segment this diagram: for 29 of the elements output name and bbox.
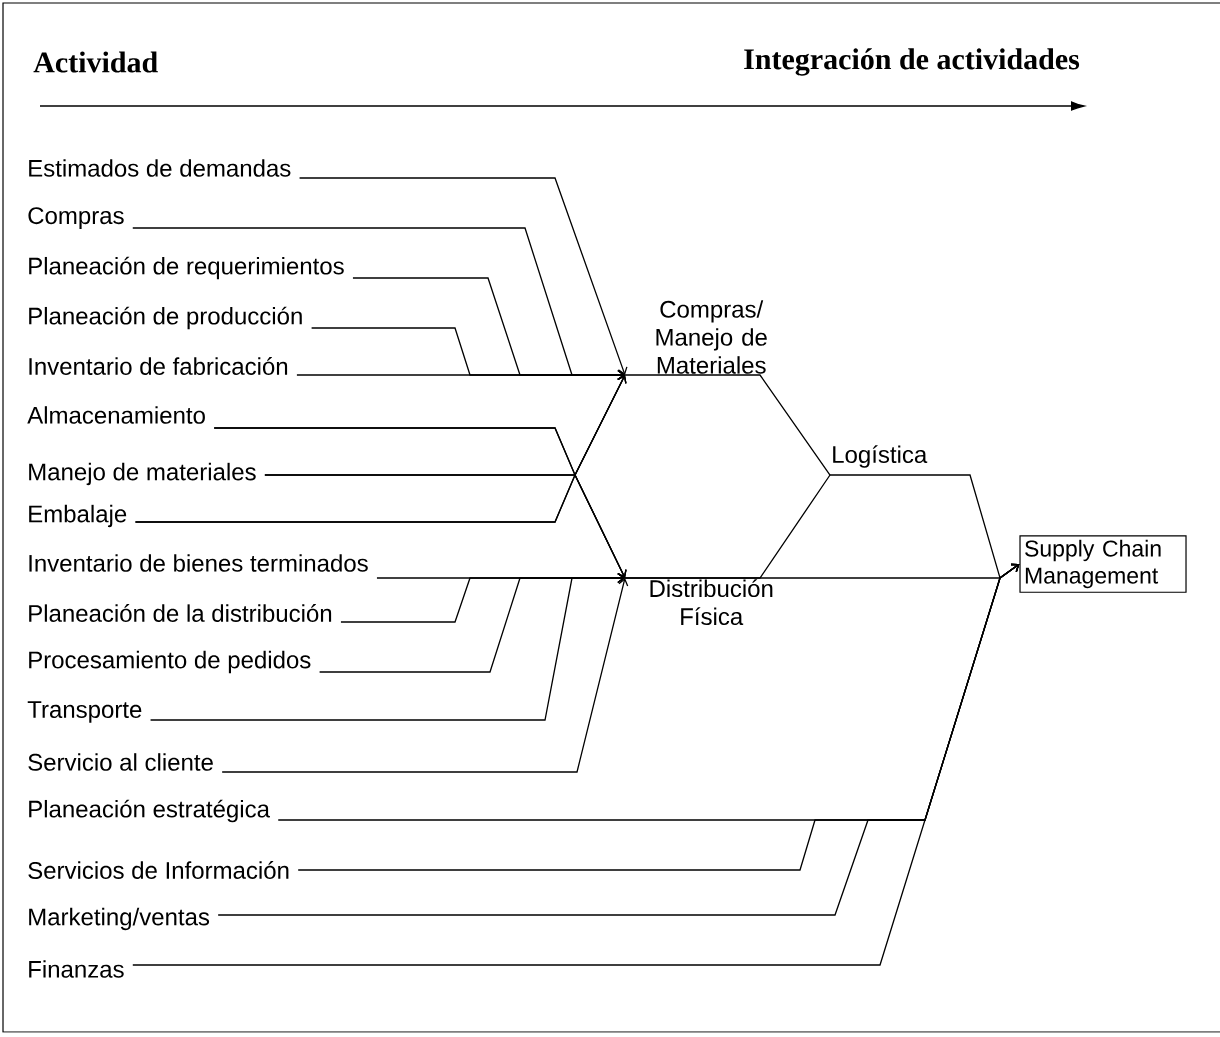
activity-label: Embalaje [29, 504, 127, 528]
connector-line [298, 177, 628, 375]
activity-label: Servicio al cliente [28, 753, 213, 771]
activity-label: Inventario de bienes terminados [29, 554, 368, 572]
activity-label: Transporte [27, 701, 142, 723]
activity-label: Planeación de producción [29, 306, 302, 330]
activity-label: Planeación de la distribución [29, 604, 332, 622]
activity-label: Compras [28, 207, 124, 229]
activity-label: Planeación estratégica [29, 799, 270, 823]
activity-label: Planeación de requerimientos [29, 256, 344, 280]
stage-label: Logística [833, 445, 928, 468]
stage-label: Compras/ Manejo de Materiales [656, 300, 767, 374]
heading: Integración de actividades [744, 48, 1080, 76]
stage-label: Distribución Física [650, 579, 773, 626]
result-box: Supply Chain Management [1019, 535, 1187, 593]
activity-label: Marketing/ventas [29, 907, 210, 931]
activity-label: Manejo de materiales [29, 462, 256, 486]
connector-line [132, 563, 1020, 966]
activity-label: Servicios de Información [28, 861, 289, 879]
activity-label: Procesamiento de pedidos [29, 650, 311, 674]
activity-label: Inventario de fabricación [29, 357, 288, 375]
connector-line [624, 374, 831, 476]
activity-label: Finanzas [29, 960, 124, 978]
connector-line [134, 473, 627, 578]
activity-label: Estimados de demandas [29, 159, 291, 177]
heading: Actividad [33, 51, 158, 73]
activity-label: Almacenamiento [27, 406, 205, 424]
connector-line [221, 578, 629, 773]
connector-line [149, 572, 625, 721]
